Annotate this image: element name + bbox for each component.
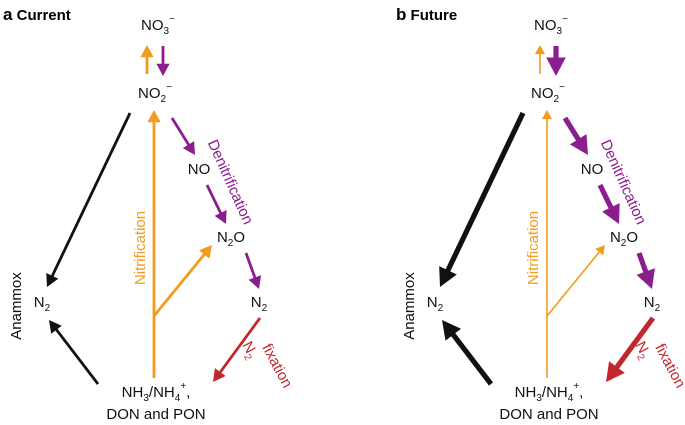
arrow-nitrification-nh-to-no2 bbox=[541, 110, 553, 378]
panel-letter: a bbox=[3, 5, 13, 24]
arrow-nitrification-nh-to-no2 bbox=[147, 110, 161, 378]
label-fixation-word: fixation bbox=[651, 341, 685, 391]
arrow-anammox-no2-to-n2 bbox=[46, 112, 132, 287]
arrow-nitrification-no2-to-no3 bbox=[140, 45, 154, 74]
label-anammox: Anammox bbox=[401, 272, 418, 340]
arrow-denitrification-no-to-n2o bbox=[205, 184, 227, 224]
arrow-fixation-n2-to-nh bbox=[606, 316, 656, 382]
panel-header: a Current bbox=[3, 5, 71, 24]
species-n2o: N2O bbox=[217, 229, 245, 249]
arrow-denitrification-n2o-to-n2 bbox=[244, 252, 262, 289]
arrow-fixation-n2-to-nh bbox=[213, 317, 262, 382]
arrow-nitrification-nh-to-n2o bbox=[152, 245, 212, 317]
panel-title: Current bbox=[12, 7, 70, 24]
arrow-anammox-no2-to-n2 bbox=[439, 111, 526, 287]
species-nh: NH3/NH4+, bbox=[515, 381, 584, 404]
species-don-pon: DON and PON bbox=[106, 406, 205, 423]
label-denitrification: Denitrification bbox=[597, 137, 649, 227]
panel-title: Future bbox=[406, 7, 457, 24]
arrow-anammox-nh-to-n2 bbox=[49, 320, 100, 385]
species-no: NO bbox=[581, 161, 604, 178]
arrow-denitrification-no3-to-no2 bbox=[546, 46, 566, 76]
species-n2-left: N2 bbox=[427, 294, 444, 314]
species-no2: NO2− bbox=[138, 82, 172, 105]
panel-header: b Future bbox=[396, 5, 457, 24]
species-nh: NH3/NH4+, bbox=[122, 381, 191, 404]
species-don-pon: DON and PON bbox=[499, 406, 598, 423]
species-n2-right: N2 bbox=[644, 294, 661, 314]
label-nitrification: Nitrification bbox=[132, 211, 149, 285]
species-no3: NO3− bbox=[534, 14, 568, 37]
label-fixation-word: fixation bbox=[258, 341, 295, 391]
arrow-nitrification-no2-to-no3 bbox=[534, 45, 546, 74]
arrow-nitrification-nh-to-n2o bbox=[546, 245, 605, 317]
label-nitrification: Nitrification bbox=[525, 211, 542, 285]
label-fixation-n2: N2 bbox=[236, 339, 262, 363]
arrow-denitrification-no2-to-no bbox=[170, 117, 195, 155]
species-no3: NO3− bbox=[141, 14, 175, 37]
label-denitrification: Denitrification bbox=[204, 137, 256, 227]
arrow-denitrification-no-to-n2o bbox=[597, 183, 620, 224]
species-no2: NO2− bbox=[531, 82, 565, 105]
species-n2-right: N2 bbox=[251, 294, 268, 314]
arrow-denitrification-n2o-to-n2 bbox=[636, 252, 655, 289]
arrow-anammox-nh-to-n2 bbox=[442, 320, 494, 386]
species-n2o: N2O bbox=[610, 229, 638, 249]
arrow-denitrification-no2-to-no bbox=[562, 116, 588, 155]
panel-letter: b bbox=[396, 5, 406, 24]
arrow-denitrification-no3-to-no2 bbox=[156, 46, 170, 76]
label-anammox: Anammox bbox=[8, 272, 25, 340]
species-no: NO bbox=[188, 161, 211, 178]
species-n2-left: N2 bbox=[34, 294, 51, 314]
